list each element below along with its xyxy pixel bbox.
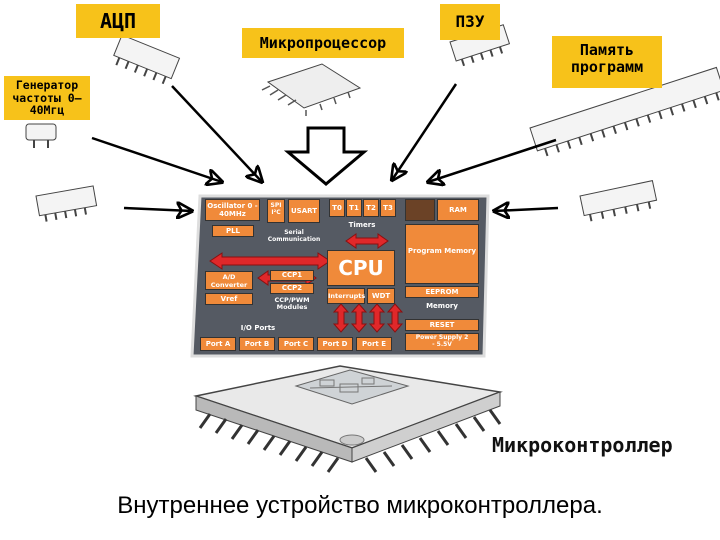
label-generator: Генератор частоты 0–40Мгц: [4, 76, 90, 120]
down-arrow-icon: [283, 126, 369, 186]
port-d: Port D: [317, 337, 353, 351]
adc-block: A/D Converter: [205, 271, 253, 290]
program-memory-block: Program Memory: [405, 224, 479, 284]
spi-block: SPI I²C: [267, 199, 285, 223]
arrow-from-right-chip: [494, 208, 559, 211]
microprocessor-chip-icon: [261, 63, 362, 116]
usart-block: USART: [288, 199, 320, 223]
interrupts-block: Interrupts: [327, 288, 365, 304]
port-c: Port C: [278, 337, 314, 351]
arrow-from-left-chip: [123, 208, 192, 211]
label-program-memory: Память программ: [552, 36, 662, 88]
port-b: Port B: [239, 337, 275, 351]
serial-label: Serial Communication: [267, 229, 321, 243]
oscillator-block: Oscillator 0 - 40MHz: [205, 199, 260, 221]
arrow-from-program-memory: [428, 138, 557, 182]
cpu-block: CPU: [327, 250, 395, 286]
eeprom-block: EEPROM: [405, 286, 479, 298]
left-chip-icon: [35, 185, 98, 222]
timer-t3: T3: [380, 199, 396, 217]
arrow-from-adc: [171, 85, 262, 182]
wdt-block: WDT: [367, 288, 395, 304]
sfr-block: [405, 199, 435, 221]
right-chip-icon: [579, 180, 658, 222]
ccp-modules-label: CCP/PWM Modules: [274, 296, 310, 312]
microcontroller-label: Микроконтроллер: [492, 433, 673, 457]
oscillator-crystal-icon: [25, 123, 57, 148]
adc-chip-icon: [113, 34, 181, 85]
vref-block: Vref: [205, 293, 253, 305]
caption: Внутреннее устройство микроконтроллера.: [117, 492, 603, 519]
pll-block: PLL: [212, 225, 254, 237]
power-supply-block: Power Supply 2 - 5.5V: [405, 333, 479, 351]
label-microprocessor: Микропроцессор: [242, 28, 404, 58]
ram-block: RAM: [437, 199, 479, 221]
timer-t2: T2: [363, 199, 379, 217]
port-e: Port E: [356, 337, 392, 351]
arrow-from-rom: [392, 83, 458, 180]
timer-t0: T0: [329, 199, 345, 217]
reset-block: RESET: [405, 319, 479, 331]
timers-label: Timers: [348, 221, 376, 229]
label-adc: АЦП: [76, 4, 160, 38]
ccp1-block: CCP1: [270, 270, 314, 281]
port-a: Port A: [200, 337, 236, 351]
microcontroller-package-icon: [193, 365, 503, 473]
arrow-from-generator: [91, 136, 222, 182]
io-ports-label: I/O Ports: [240, 324, 276, 332]
memory-label: Memory: [426, 302, 458, 310]
timer-t1: T1: [346, 199, 362, 217]
program-memory-chip-icon: [529, 66, 720, 157]
ccp2-block: CCP2: [270, 283, 314, 294]
label-rom: ПЗУ: [440, 4, 500, 40]
